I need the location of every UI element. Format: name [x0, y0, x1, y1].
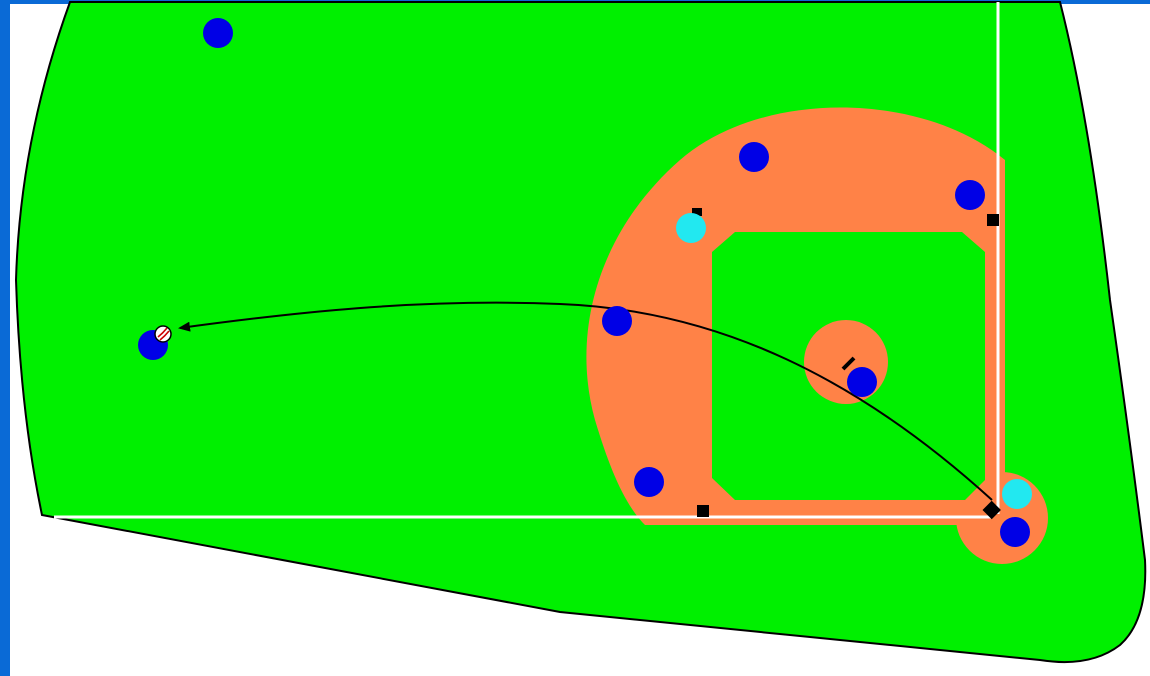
- first-base: [987, 214, 999, 226]
- window-frame-left: [0, 0, 10, 676]
- center-fielder-marker[interactable]: [739, 142, 769, 172]
- right-fielder-marker[interactable]: [955, 180, 985, 210]
- catcher-marker[interactable]: [1000, 517, 1030, 547]
- left-fielder-marker[interactable]: [203, 18, 233, 48]
- runners: [676, 213, 1032, 509]
- pitcher-marker[interactable]: [847, 367, 877, 397]
- second-baseman-marker[interactable]: [602, 306, 632, 336]
- fielders: [138, 18, 1030, 547]
- home-plate: [982, 500, 1001, 520]
- batter-runner-marker[interactable]: [1002, 479, 1032, 509]
- baseball-icon: [154, 325, 172, 343]
- pitchers-rubber: [841, 356, 856, 371]
- third-baseman-marker[interactable]: [634, 467, 664, 497]
- ball-trajectory: [178, 301, 993, 501]
- second-base: [692, 208, 702, 216]
- third-base: [697, 505, 709, 517]
- runner-second-base-marker[interactable]: [676, 213, 706, 243]
